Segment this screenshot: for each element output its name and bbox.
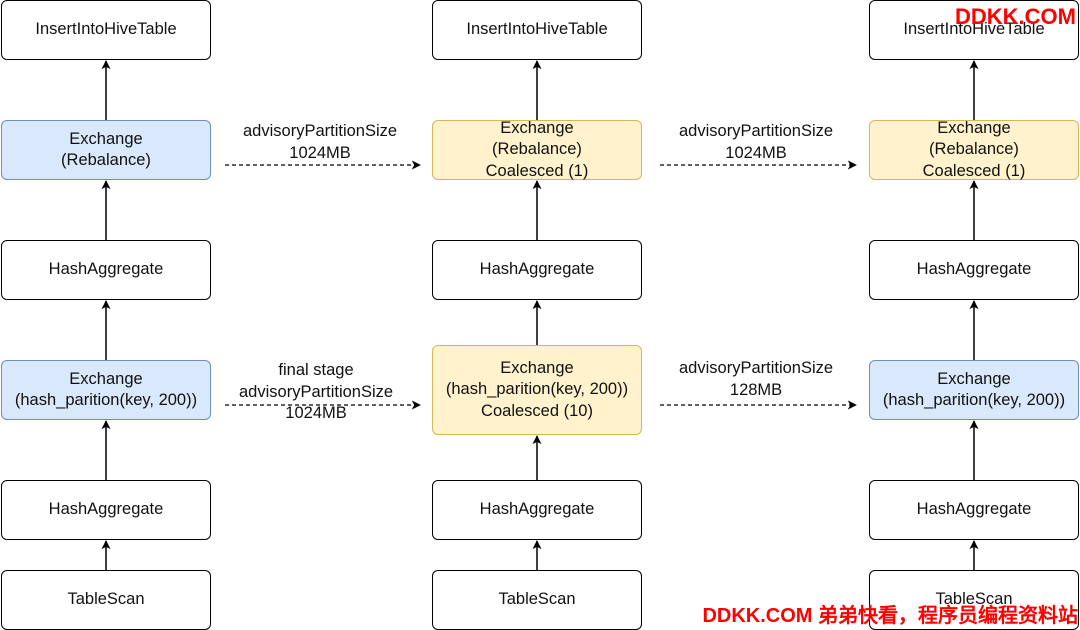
watermark-top: DDKK.COM [955,4,1076,29]
transition-label: advisoryPartitionSize 1024MB [679,121,833,164]
transition-label: advisoryPartitionSize 1024MB [243,121,397,164]
transition-label-line: final stage [278,361,354,379]
watermark-bottom: DDKK.COM 弟弟快看，程序员编程资料站 [702,605,1078,627]
node-label-line: Exchange [69,369,143,388]
node-label-line: TableScan [498,590,576,609]
transition-label-line: 1024MB [285,404,347,422]
node-label-line: HashAggregate [479,260,595,279]
transition-label-line: 1024MB [289,143,351,162]
node-label-line: HashAggregate [916,500,1032,519]
node-label-line: (Rebalance) [929,140,1019,159]
transition-label-line: advisoryPartitionSize [239,382,394,401]
table-scan-node-col2: TableScan [432,570,642,630]
transition-label-line: advisoryPartitionSize [679,359,834,377]
node-label-line: (Rebalance) [61,151,151,169]
node-label-line: Coalesced (1) [922,161,1026,180]
node-label-line: HashAggregate [48,260,164,279]
node-label-line: (hash_parition(key, 200)) [445,380,629,399]
node-label-line: Exchange [500,358,574,377]
node-label-line: Exchange [69,129,143,148]
node-label-line: Exchange [937,118,1011,137]
exchange-rebalance-node-col3: Exchange (Rebalance) Coalesced (1) [869,118,1079,180]
hash-aggregate-final-node-col1: HashAggregate [1,240,211,300]
exchange-rebalance-node-col1: Exchange (Rebalance) [1,120,211,180]
transition-label-line: 1024MB [725,143,787,162]
node-label-line: Coalesced (1) [485,161,589,180]
node-label-line: InsertIntoHiveTable [903,20,1045,39]
transition-label-line: advisoryPartitionSize [679,122,834,140]
insert-into-hive-table-node-col2: InsertIntoHiveTable [432,0,642,60]
table-scan-node-col1: TableScan [1,570,211,630]
transition-label-line: advisoryPartitionSize [243,122,398,140]
insert-into-hive-table-node-col1: InsertIntoHiveTable [1,0,211,60]
node-label-line: HashAggregate [916,260,1032,279]
exchange-hash-partition-node-col1: Exchange (hash_parition(key, 200)) [1,360,211,420]
transition-label-line: 128MB [729,380,783,399]
node-label-line: Coalesced (10) [481,401,593,420]
transition-label: final stage advisoryPartitionSize 1024MB [239,360,393,425]
node-label-line: InsertIntoHiveTable [466,20,608,39]
node-label-line: HashAggregate [48,500,164,519]
hash-aggregate-final-node-col2: HashAggregate [432,240,642,300]
insert-into-hive-table-node-col3: InsertIntoHiveTable [869,0,1079,60]
node-label-line: Exchange [500,118,574,137]
hash-aggregate-partial-node-col1: HashAggregate [1,480,211,540]
node-label-line: InsertIntoHiveTable [35,20,177,39]
node-label-line: (Rebalance) [492,140,582,159]
exchange-rebalance-node-col2: Exchange (Rebalance) Coalesced (1) [432,118,642,180]
exchange-hash-partition-node-col3: Exchange (hash_parition(key, 200)) [869,360,1079,420]
hash-aggregate-partial-node-col3: HashAggregate [869,480,1079,540]
node-label-line: TableScan [935,590,1013,609]
hash-aggregate-final-node-col3: HashAggregate [869,240,1079,300]
node-label-line: (hash_parition(key, 200)) [882,391,1066,409]
edges-layer [101,60,979,570]
node-label-line: Exchange [937,369,1011,388]
hash-aggregate-partial-node-col2: HashAggregate [432,480,642,540]
transition-label: advisoryPartitionSize 128MB [679,358,833,401]
node-label-line: HashAggregate [479,500,595,519]
node-label-line: TableScan [67,590,145,609]
exchange-hash-partition-node-col2: Exchange (hash_parition(key, 200)) Coalesc… [432,345,642,435]
node-label-line: (hash_parition(key, 200)) [14,391,198,409]
